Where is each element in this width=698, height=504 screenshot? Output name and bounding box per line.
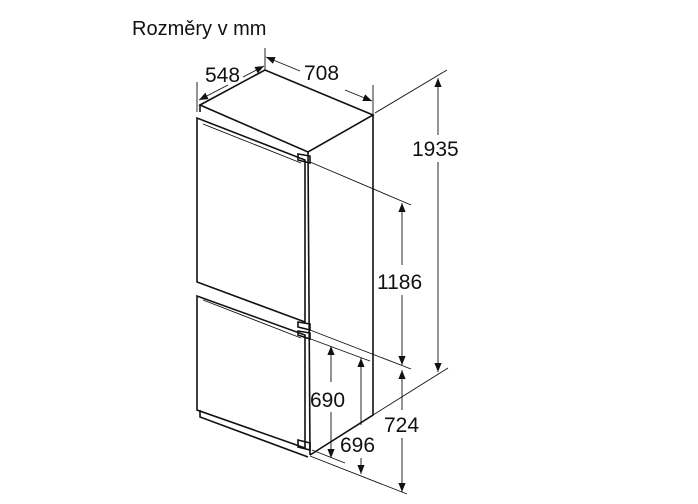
door-height-alt-label: 696: [340, 434, 375, 457]
fridge-body: [196, 69, 375, 458]
door-height-label: 690: [310, 389, 345, 412]
front-right-edge: [307, 151, 311, 456]
dimension-lines: [197, 48, 449, 494]
width-label: 708: [304, 62, 339, 85]
upper-hinge: [297, 153, 311, 165]
depth-label: 548: [205, 64, 240, 87]
middle-hinges: [297, 321, 311, 341]
diagram-title: Rozměry v mm: [132, 18, 267, 40]
upper-door: [196, 116, 306, 324]
total-height-label: 1935: [412, 138, 459, 161]
plinth: [199, 410, 309, 458]
lower-height-label: 724: [384, 414, 419, 437]
upper-height-label: 1186: [377, 271, 422, 294]
lower-hinge: [297, 438, 311, 452]
